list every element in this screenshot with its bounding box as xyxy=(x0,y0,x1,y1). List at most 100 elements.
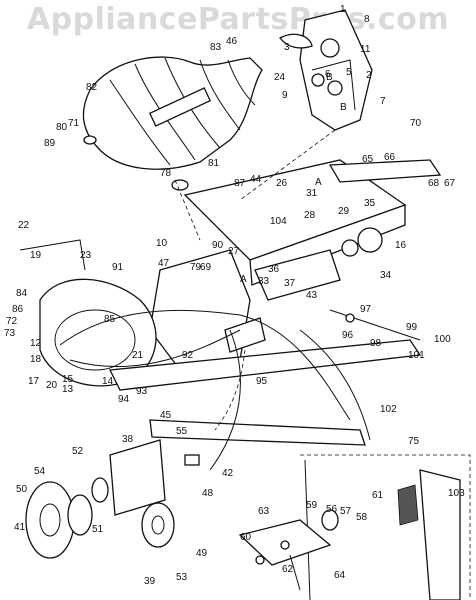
callout-14: 14 xyxy=(102,376,114,387)
callout-87: 87 xyxy=(234,178,246,189)
callout-3: 3 xyxy=(284,42,290,53)
callout-27: 27 xyxy=(228,246,240,257)
callout-51: 51 xyxy=(92,524,104,535)
callout-43: 43 xyxy=(306,290,318,301)
callout-37: 37 xyxy=(284,278,296,289)
callout-98: 98 xyxy=(370,338,382,349)
callout-1: 1 xyxy=(340,4,346,15)
callout-19: 19 xyxy=(30,250,42,261)
callout-65: 65 xyxy=(362,154,374,165)
callout-79: 79 xyxy=(190,262,202,273)
callout-96: 96 xyxy=(342,330,354,341)
callout-92: 92 xyxy=(182,350,194,361)
callout-52: 52 xyxy=(72,446,84,457)
callout-34: 34 xyxy=(380,270,392,281)
callout-15: 15 xyxy=(62,374,74,385)
gear-case-assembly xyxy=(279,9,373,131)
callout-47: 47 xyxy=(158,258,170,269)
callout-85: 85 xyxy=(104,314,116,325)
callout-31: 31 xyxy=(306,188,318,199)
callout-17: 17 xyxy=(28,376,40,387)
callout-5: 5 xyxy=(346,67,352,78)
callout-93: 93 xyxy=(136,386,148,397)
callout-56: 56 xyxy=(326,504,338,515)
callout-62: 62 xyxy=(282,564,294,575)
callout-71: 71 xyxy=(68,118,80,129)
callout-24: 24 xyxy=(274,72,286,83)
callout-16: 16 xyxy=(395,240,407,251)
callout-36: 36 xyxy=(268,264,280,275)
callout-100: 100 xyxy=(434,334,451,345)
callout-45: 45 xyxy=(160,410,172,421)
callout-54: 54 xyxy=(34,466,46,477)
callout-86: 86 xyxy=(12,304,24,315)
section-letter-a-2: A xyxy=(240,274,247,285)
callout-94: 94 xyxy=(118,394,130,405)
callout-6: 6 xyxy=(325,69,331,80)
callout-12: 12 xyxy=(30,338,42,349)
callout-29: 29 xyxy=(338,206,350,217)
callout-22: 22 xyxy=(18,220,30,231)
callout-13: 13 xyxy=(62,384,74,395)
callout-89: 89 xyxy=(44,138,56,149)
callout-39: 39 xyxy=(144,576,156,587)
section-letter-b-2: B xyxy=(340,102,347,113)
callout-99: 99 xyxy=(406,322,418,333)
callout-38: 38 xyxy=(122,434,134,445)
callout-102: 102 xyxy=(380,404,397,415)
callout-103: 103 xyxy=(448,488,465,499)
callout-64: 64 xyxy=(334,570,346,581)
callout-49: 49 xyxy=(196,548,208,559)
callout-33: 33 xyxy=(258,276,270,287)
callout-18: 18 xyxy=(30,354,42,365)
callout-42: 42 xyxy=(222,468,234,479)
callout-55: 55 xyxy=(176,426,188,437)
frame-assembly xyxy=(39,159,407,387)
callout-35: 35 xyxy=(364,198,376,209)
callout-83: 83 xyxy=(210,42,222,53)
section-letter-a: A xyxy=(315,177,322,188)
callout-104: 104 xyxy=(270,216,287,227)
callout-26: 26 xyxy=(276,178,288,189)
part-callouts: 1 2 3 5 6 7 8 9 10 11 12 13 14 15 16 17 … xyxy=(4,4,465,587)
callout-9: 9 xyxy=(282,90,288,101)
callout-66: 66 xyxy=(384,152,396,163)
callout-8: 8 xyxy=(364,14,370,25)
callout-58: 58 xyxy=(356,512,368,523)
callout-60: 60 xyxy=(240,532,252,543)
callout-11: 11 xyxy=(360,44,371,55)
callout-23: 23 xyxy=(80,250,92,261)
callout-44: 44 xyxy=(250,174,262,185)
callout-57: 57 xyxy=(340,506,352,517)
section-letter-b: B xyxy=(326,72,333,83)
callout-28: 28 xyxy=(304,210,316,221)
callout-53: 53 xyxy=(176,572,188,583)
callout-69: 69 xyxy=(200,262,212,273)
callout-61: 61 xyxy=(372,490,384,501)
callout-101: 101 xyxy=(408,350,425,361)
assembly-guide-lines xyxy=(174,129,336,431)
callout-73: 73 xyxy=(4,328,16,339)
callout-91: 91 xyxy=(112,262,124,273)
callout-59: 59 xyxy=(306,500,318,511)
linkage-rod xyxy=(299,309,421,441)
drive-belts xyxy=(59,309,351,471)
callout-20: 20 xyxy=(46,380,58,391)
callout-82: 82 xyxy=(86,82,98,93)
callout-80: 80 xyxy=(56,122,68,133)
auger-assembly xyxy=(82,56,263,191)
callout-84: 84 xyxy=(16,288,28,299)
callout-78: 78 xyxy=(160,168,172,179)
callout-2: 2 xyxy=(366,70,372,81)
callout-46: 46 xyxy=(226,36,238,47)
callout-10: 10 xyxy=(156,238,168,249)
callout-70: 70 xyxy=(410,118,422,129)
callout-63: 63 xyxy=(258,506,270,517)
callout-95: 95 xyxy=(256,376,268,387)
callout-97: 97 xyxy=(360,304,372,315)
callout-90: 90 xyxy=(212,240,224,251)
callout-68: 68 xyxy=(428,178,440,189)
callout-21: 21 xyxy=(132,350,144,361)
pulley-assembly xyxy=(25,439,200,559)
